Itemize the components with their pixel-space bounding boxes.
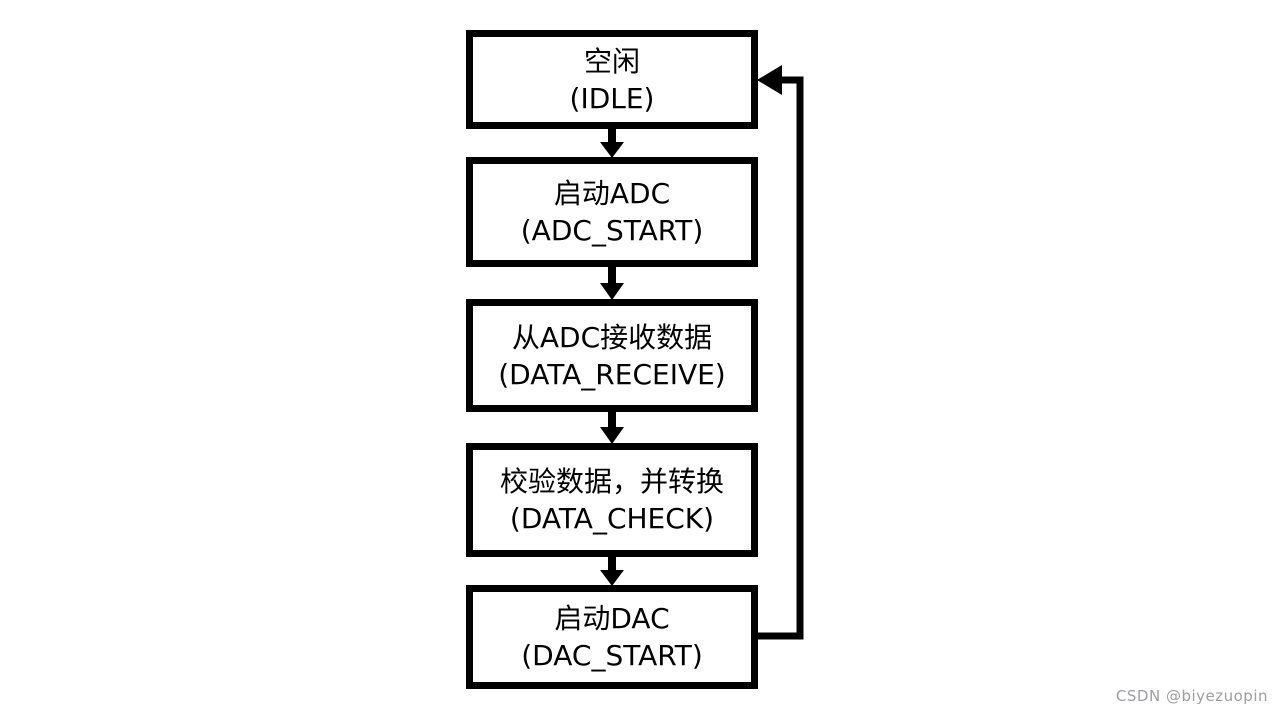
arrow-down-icon (600, 126, 624, 158)
loop-back-connector (755, 65, 804, 640)
arrow-down-icon (600, 554, 624, 586)
arrow-left-icon (757, 65, 782, 95)
flow-box-label-en: (DAC_START) (521, 639, 703, 672)
flow-box-data-receive: 从ADC接收数据 (DATA_RECEIVE) (466, 299, 758, 412)
arrow-down-icon (600, 409, 624, 444)
flow-box-label-cn: 启动DAC (554, 602, 670, 635)
flow-box-label-en: (DATA_CHECK) (509, 502, 715, 535)
arrow-down-icon (600, 264, 624, 300)
flow-box-label-en: (ADC_START) (520, 214, 704, 247)
flow-box-label-en: (IDLE) (569, 81, 655, 115)
flow-box-label-cn: 校验数据，并转换 (499, 465, 724, 498)
flow-box-label-cn: 从ADC接收数据 (511, 320, 713, 354)
flow-box-adc-start: 启动ADC (ADC_START) (466, 157, 758, 267)
flow-box-idle: 空闲 (IDLE) (466, 30, 758, 129)
flow-box-label-cn: 空闲 (583, 44, 640, 78)
flow-box-label-en: (DATA_RECEIVE) (498, 357, 726, 391)
flow-box-data-check: 校验数据，并转换 (DATA_CHECK) (466, 443, 758, 557)
flow-box-label-cn: 启动ADC (553, 177, 671, 210)
watermark: CSDN @biyezuopin (1115, 687, 1268, 705)
flow-box-dac-start: 启动DAC (DAC_START) (466, 585, 758, 689)
